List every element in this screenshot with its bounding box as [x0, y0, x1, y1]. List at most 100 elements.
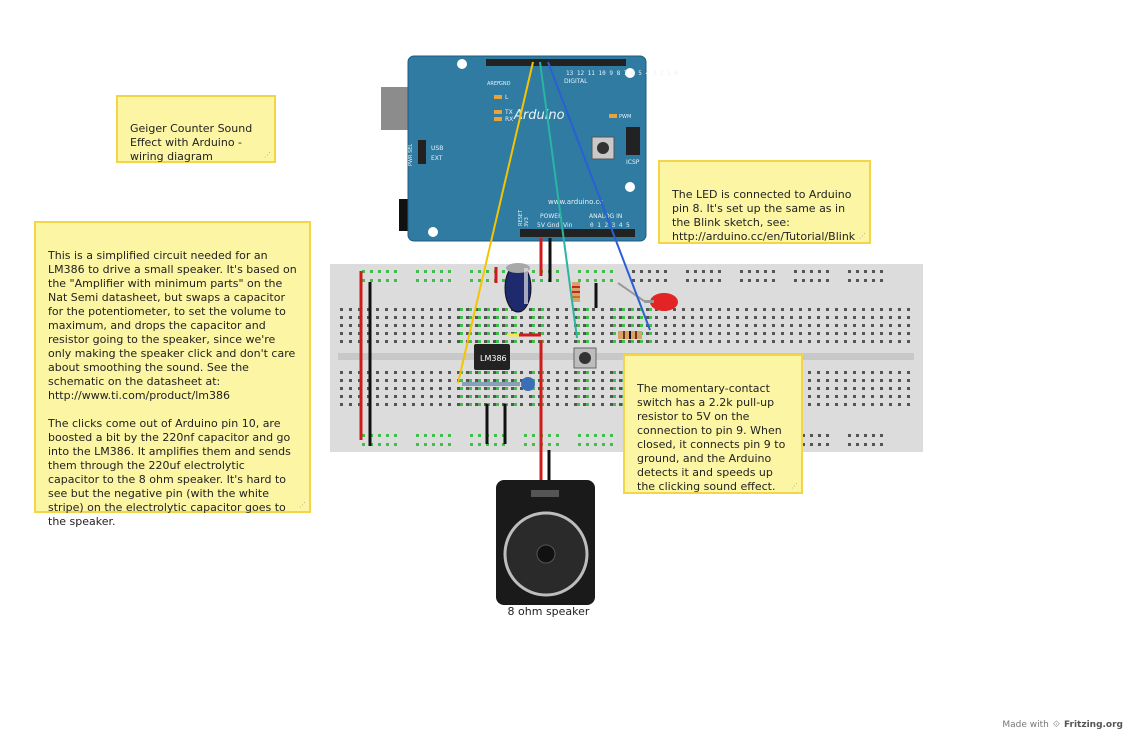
breadboard-hole	[376, 371, 379, 374]
breadboard-hole	[478, 379, 481, 382]
breadboard-hole	[493, 371, 496, 374]
breadboard-hole	[448, 270, 451, 273]
breadboard-hole	[448, 403, 451, 406]
breadboard-hole	[578, 279, 581, 282]
breadboard-hole	[421, 387, 424, 390]
resize-grip-icon[interactable]: ⋰	[264, 151, 271, 159]
breadboard-hole	[475, 387, 478, 390]
breadboard-hole	[547, 332, 550, 335]
breadboard-hole	[376, 387, 379, 390]
breadboard-hole	[610, 434, 613, 437]
breadboard-hole	[637, 324, 640, 327]
breadboard-hole	[586, 332, 589, 335]
breadboard-hole	[898, 387, 901, 390]
breadboard-hole	[520, 387, 523, 390]
breadboard-hole	[430, 379, 433, 382]
speaker-label: 8 ohm speaker	[507, 605, 590, 618]
speaker-dust-cap	[536, 544, 556, 564]
breadboard-hole	[649, 316, 652, 319]
breadboard-hole	[826, 443, 829, 446]
breadboard-hole	[844, 340, 847, 343]
breadboard-hole	[493, 387, 496, 390]
breadboard-hole	[682, 332, 685, 335]
breadboard-hole	[583, 403, 586, 406]
breadboard-hole	[872, 279, 875, 282]
breadboard-hole	[619, 340, 622, 343]
breadboard-hole	[493, 403, 496, 406]
title-note: Geiger Counter Sound Effect with Arduino…	[116, 95, 276, 163]
breadboard-hole	[487, 332, 490, 335]
breadboard-hole	[583, 308, 586, 311]
breadboard-hole	[478, 403, 481, 406]
wire-pin9	[539, 61, 578, 339]
breadboard-hole	[736, 324, 739, 327]
breadboard-hole	[613, 340, 616, 343]
breadboard-hole	[586, 434, 589, 437]
breadboard-hole	[376, 324, 379, 327]
breadboard-hole	[656, 279, 659, 282]
breadboard-hole	[486, 443, 489, 446]
breadboard-hole	[592, 371, 595, 374]
breadboard-hole	[864, 434, 867, 437]
resistor-band	[572, 291, 580, 293]
breadboard-hole	[748, 279, 751, 282]
breadboard-hole	[853, 308, 856, 311]
resize-grip-icon[interactable]: ⋰	[859, 232, 866, 240]
breadboard-hole	[610, 403, 613, 406]
breadboard-hole	[514, 403, 517, 406]
breadboard-hole	[844, 387, 847, 390]
breadboard-hole	[421, 332, 424, 335]
breadboard-hole	[577, 308, 580, 311]
breadboard-hole	[601, 379, 604, 382]
breadboard-hole	[610, 324, 613, 327]
breadboard-hole	[619, 403, 622, 406]
breadboard-hole	[754, 332, 757, 335]
breadboard-hole	[460, 340, 463, 343]
breadboard-hole	[808, 379, 811, 382]
breadboard-hole	[466, 379, 469, 382]
breadboard-hole	[610, 395, 613, 398]
breadboard-hole	[871, 403, 874, 406]
breadboard-hole	[583, 340, 586, 343]
breadboard-hole	[808, 371, 811, 374]
breadboard-hole	[577, 403, 580, 406]
breadboard-hole	[496, 387, 499, 390]
breadboard-hole	[502, 316, 505, 319]
breadboard-hole	[502, 324, 505, 327]
breadboard-hole	[628, 316, 631, 319]
breadboard-hole	[818, 270, 821, 273]
breadboard-hole	[727, 324, 730, 327]
breadboard-hole	[880, 332, 883, 335]
breadboard-hole	[574, 316, 577, 319]
breadboard-hole	[601, 395, 604, 398]
breadboard-hole	[376, 316, 379, 319]
breadboard-hole	[505, 332, 508, 335]
breadboard-hole	[748, 270, 751, 273]
breadboard-hole	[421, 316, 424, 319]
breadboard-hole	[817, 308, 820, 311]
resize-grip-icon[interactable]: ⋰	[791, 482, 798, 490]
led-lead	[617, 282, 645, 302]
breadboard-hole	[848, 443, 851, 446]
breadboard-hole	[514, 324, 517, 327]
breadboard-hole	[412, 308, 415, 311]
breadboard-hole	[439, 308, 442, 311]
breadboard-hole	[700, 340, 703, 343]
breadboard-hole	[470, 279, 473, 282]
breadboard-hole	[520, 379, 523, 382]
breadboard-hole	[907, 340, 910, 343]
breadboard-hole	[610, 270, 613, 273]
breadboard-hole	[412, 379, 415, 382]
breadboard-hole	[466, 403, 469, 406]
breadboard-hole	[556, 403, 559, 406]
breadboard-hole	[424, 443, 427, 446]
breadboard-hole	[556, 340, 559, 343]
resize-grip-icon[interactable]: ⋰	[299, 501, 306, 509]
breadboard-hole	[610, 332, 613, 335]
led-note: The LED is connected to Arduino pin 8. I…	[658, 160, 871, 244]
breadboard-hole	[700, 324, 703, 327]
breadboard-hole	[349, 308, 352, 311]
breadboard-hole	[493, 324, 496, 327]
breadboard-hole	[619, 387, 622, 390]
led-tx	[494, 110, 502, 114]
